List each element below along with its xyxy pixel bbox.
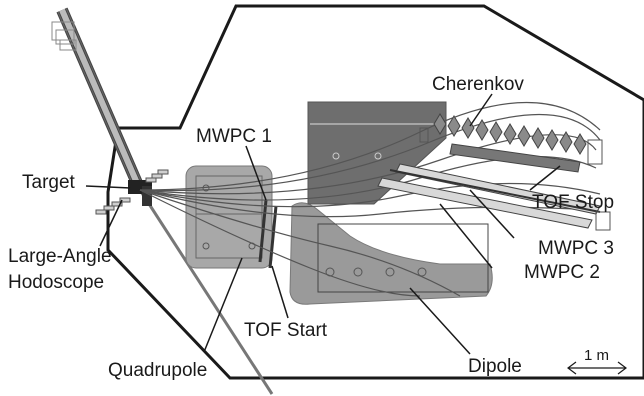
large-angle-label-line1: Large-Angle [8, 246, 112, 267]
quadrupole-label: Quadrupole [108, 360, 207, 381]
tof-start-plane [268, 205, 278, 269]
beam-continuation [138, 189, 274, 395]
scale-bar [567, 361, 627, 375]
mwpc-2-3-chambers [377, 163, 601, 229]
large-angle-hodoscope [95, 169, 169, 215]
tof-stop-label: TOF Stop [532, 192, 614, 213]
tof-start-label: TOF Start [244, 320, 328, 341]
mwpc1-plane [258, 199, 268, 263]
beam-line [51, 7, 146, 193]
mwpc1-label: MWPC 1 [196, 126, 272, 147]
cherenkov-frame [419, 127, 611, 231]
dipole-frame [317, 223, 489, 293]
mwpc2-label: MWPC 2 [524, 262, 600, 283]
dipole-coil-markers [325, 267, 427, 277]
mwpc3-label: MWPC 3 [538, 238, 614, 259]
target-label: Target [22, 172, 76, 193]
tof-stop-bar [449, 143, 581, 173]
dipole-label: Dipole [468, 356, 522, 377]
cherenkov-detector [433, 113, 587, 155]
experimental-hall-outline [106, 4, 644, 380]
large-angle-label-line2: Hodoscope [8, 272, 104, 293]
scale-bar-label: 1 m [584, 347, 609, 364]
dipole-magnet [289, 202, 493, 305]
cherenkov-label: Cherenkov [432, 74, 524, 95]
leader-lines [85, 93, 561, 355]
